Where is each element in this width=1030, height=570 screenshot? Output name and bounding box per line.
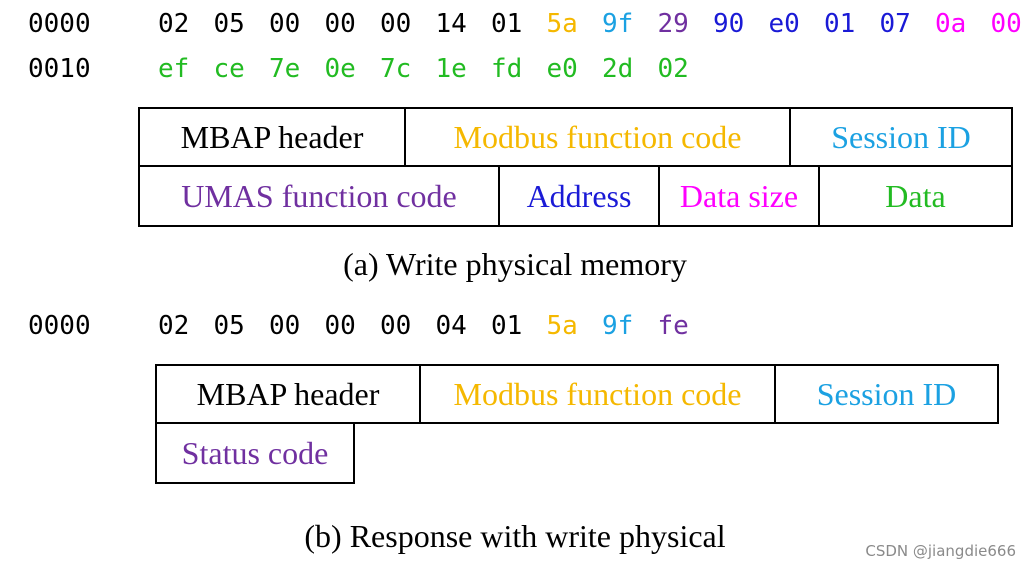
hex-byte: 9f — [602, 9, 634, 39]
response-field-row-2: Status code — [155, 424, 999, 484]
hex-byte: 7c — [380, 54, 412, 84]
hex-byte: 5a — [546, 311, 578, 341]
hex-byte: 00 — [380, 9, 412, 39]
response-field-row-1: MBAP header Modbus function code Session… — [155, 364, 999, 424]
hex-byte: 01 — [824, 9, 856, 39]
data-size-field: Data size — [660, 167, 820, 227]
hex-byte: 07 — [879, 9, 911, 39]
umas-function-code-field: UMAS function code — [138, 167, 500, 227]
hex-byte: 00 — [324, 311, 356, 341]
hex-offset: 0010 — [28, 54, 91, 84]
hex-offset: 0000 — [28, 9, 91, 39]
modbus-function-code-field: Modbus function code — [406, 107, 791, 167]
hex-byte: 7e — [269, 54, 301, 84]
hex-offset: 0000 — [28, 311, 91, 341]
address-field: Address — [500, 167, 660, 227]
hex-byte: ce — [213, 54, 245, 84]
hex-bytes: 02 05 00 00 00 04 01 5a 9f fe — [158, 311, 713, 341]
response-caption: (b) Response with write physical — [304, 518, 726, 554]
watermark: CSDN @jiangdie666 — [865, 542, 1016, 560]
hex-byte: e0 — [768, 9, 800, 39]
hex-byte: 29 — [657, 9, 689, 39]
hex-byte: 02 — [657, 54, 689, 84]
hex-byte: 5a — [546, 9, 578, 39]
hex-bytes: 02 05 00 00 00 14 01 5a 9f 29 90 e0 01 07 0a 00 — [158, 9, 1030, 39]
hex-byte: 00 — [324, 9, 356, 39]
hex-byte: 0e — [324, 54, 356, 84]
request-field-table: MBAP header Modbus function code Session… — [138, 107, 1013, 227]
hex-byte: 05 — [213, 311, 245, 341]
request-field-row-2: UMAS function code Address Data size Dat… — [138, 167, 1013, 227]
mbap-header-field: MBAP header — [138, 107, 406, 167]
response-field-table: MBAP header Modbus function code Session… — [155, 364, 999, 484]
hex-byte: 9f — [602, 311, 634, 341]
hex-byte: 00 — [380, 311, 412, 341]
hex-byte: 1e — [435, 54, 467, 84]
request-caption: (a) Write physical memory — [343, 246, 687, 282]
mbap-header-field: MBAP header — [155, 364, 421, 424]
hex-byte: 01 — [491, 9, 523, 39]
hex-byte: 01 — [491, 311, 523, 341]
request-field-row-1: MBAP header Modbus function code Session… — [138, 107, 1013, 167]
hex-byte: ef — [158, 54, 190, 84]
hex-byte: 02 — [158, 9, 190, 39]
hex-byte: 2d — [602, 54, 634, 84]
hex-byte: 00 — [269, 9, 301, 39]
hex-byte: 05 — [213, 9, 245, 39]
hex-byte: fe — [657, 311, 689, 341]
session-id-field: Session ID — [791, 107, 1013, 167]
status-code-field: Status code — [155, 424, 355, 484]
hex-byte: 0a — [935, 9, 967, 39]
hex-byte: e0 — [546, 54, 578, 84]
hex-byte: 00 — [990, 9, 1022, 39]
hex-byte: fd — [491, 54, 523, 84]
hex-byte: 14 — [435, 9, 467, 39]
hex-byte: 02 — [158, 311, 190, 341]
hex-byte: 04 — [435, 311, 467, 341]
data-field: Data — [820, 167, 1013, 227]
modbus-function-code-field: Modbus function code — [421, 364, 776, 424]
hex-byte: 00 — [269, 311, 301, 341]
session-id-field: Session ID — [776, 364, 999, 424]
hex-byte: 90 — [713, 9, 745, 39]
